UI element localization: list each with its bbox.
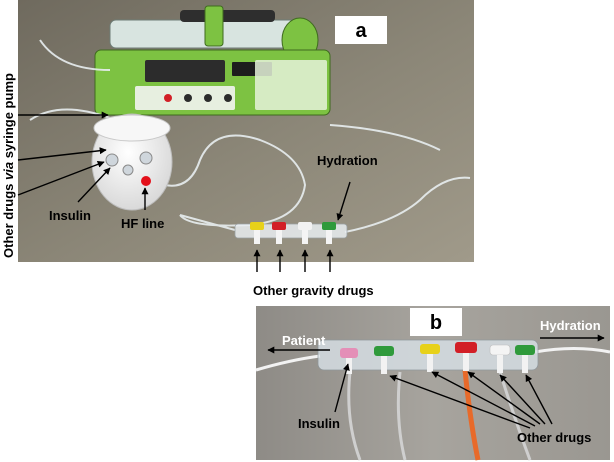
arrow-other-drugs-3 — [467, 371, 541, 425]
stopcock-green — [374, 346, 394, 374]
pump-button — [204, 94, 212, 102]
stopcock-green — [515, 345, 535, 373]
pump-button — [224, 94, 232, 102]
arrow-insulin-a — [77, 167, 111, 203]
stopcock-red — [455, 342, 477, 371]
arrow-other-drugs-4 — [499, 374, 546, 425]
panel-a-letter: a — [355, 20, 367, 42]
panel-b: b Patient Hydration Insulin Other drugs — [255, 306, 611, 461]
hf-line-red-port — [141, 176, 151, 186]
diffuser-top — [93, 114, 171, 142]
arrow-diffuser-port — [17, 160, 105, 196]
label-patient: Patient — [282, 333, 326, 348]
arrow-other-drugs-5 — [525, 374, 553, 425]
panel-a-letter-box — [335, 16, 387, 44]
label-other-gravity-drugs: Other gravity drugs — [253, 283, 374, 298]
pump-clamp — [204, 5, 224, 47]
label-hydration-a: Hydration — [317, 153, 378, 168]
diffuser-port — [139, 151, 153, 165]
pump-label-panel — [255, 60, 327, 110]
stopcock-yellow — [420, 344, 440, 372]
arrow-diffuser-port — [17, 147, 107, 161]
manifold-a — [234, 222, 348, 244]
panel-b-letter: b — [430, 312, 442, 334]
drug-diffuser — [91, 113, 173, 211]
annotation-arrows-a — [17, 111, 351, 272]
pump-button — [164, 94, 172, 102]
pump-display — [145, 60, 225, 82]
arrow-insulin-b — [334, 363, 350, 413]
syringe-plunger — [180, 10, 275, 22]
label-hydration-b: Hydration — [540, 318, 601, 333]
label-other-drugs-syringe-pump: Other drugs via syringe pump — [1, 73, 16, 258]
stopcock-green — [322, 222, 336, 244]
syringe-pump — [94, 5, 331, 116]
stopcock-white — [489, 344, 511, 373]
panel-a: a Other drugs via syringe pump Insulin H… — [1, 0, 474, 298]
pump-button — [184, 94, 192, 102]
label-hf-line: HF line — [121, 216, 164, 231]
arrow-other-drugs-1 — [389, 374, 531, 429]
stopcock-red — [272, 222, 286, 244]
label-other-drugs: Other drugs — [517, 430, 591, 445]
arrow-hydration-a — [336, 181, 351, 221]
diffuser-port — [122, 164, 134, 176]
label-insulin-b: Insulin — [298, 416, 340, 431]
label-insulin-a: Insulin — [49, 208, 91, 223]
annotation-arrows-b — [267, 334, 605, 429]
panel-b-letter-box — [410, 308, 462, 336]
diffuser-port — [105, 153, 119, 167]
stopcock-yellow — [250, 222, 264, 244]
stopcock-white — [298, 222, 312, 244]
stopcocks-b — [340, 342, 535, 374]
arrow-other-drugs-2 — [431, 371, 536, 427]
